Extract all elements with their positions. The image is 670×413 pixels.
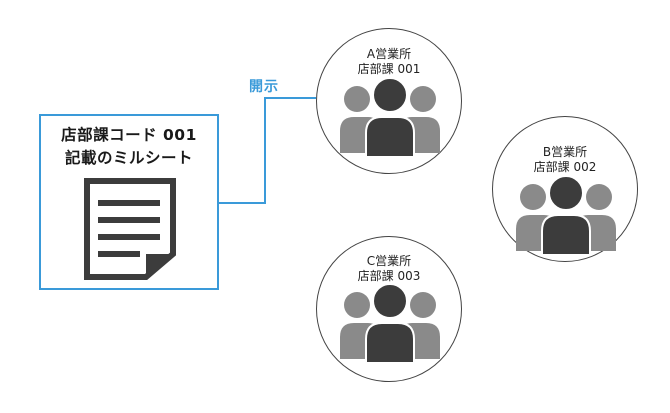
mill-sheet-title-line2: 記載のミルシート bbox=[64, 149, 193, 167]
office-a-name: A営業所 bbox=[366, 47, 412, 61]
office-b-circle: B営業所 店部課 002 bbox=[492, 116, 638, 262]
office-b-name: B営業所 bbox=[542, 145, 588, 159]
people-group-icon bbox=[340, 285, 440, 363]
document-icon bbox=[84, 178, 176, 280]
office-c-circle: C営業所 店部課 003 bbox=[316, 236, 462, 382]
office-c-label: C営業所 店部課 003 bbox=[317, 254, 461, 284]
office-a-label: A営業所 店部課 001 bbox=[317, 47, 461, 77]
disclosure-label: 開示 bbox=[249, 79, 279, 95]
office-b-label: B営業所 店部課 002 bbox=[493, 145, 637, 175]
office-c-name: C営業所 bbox=[366, 254, 412, 268]
office-a-dept: 店部課 001 bbox=[357, 62, 421, 76]
people-group-icon bbox=[516, 177, 616, 255]
mill-sheet-title-line1: 店部課コード 001 bbox=[61, 126, 197, 144]
mill-sheet-box: 店部課コード 001 記載のミルシート bbox=[39, 114, 219, 290]
people-group-icon bbox=[340, 79, 440, 157]
mill-sheet-title: 店部課コード 001 記載のミルシート bbox=[41, 124, 217, 170]
office-b-dept: 店部課 002 bbox=[533, 160, 597, 174]
office-a-circle: A営業所 店部課 001 bbox=[316, 28, 462, 174]
office-c-dept: 店部課 003 bbox=[357, 269, 421, 283]
